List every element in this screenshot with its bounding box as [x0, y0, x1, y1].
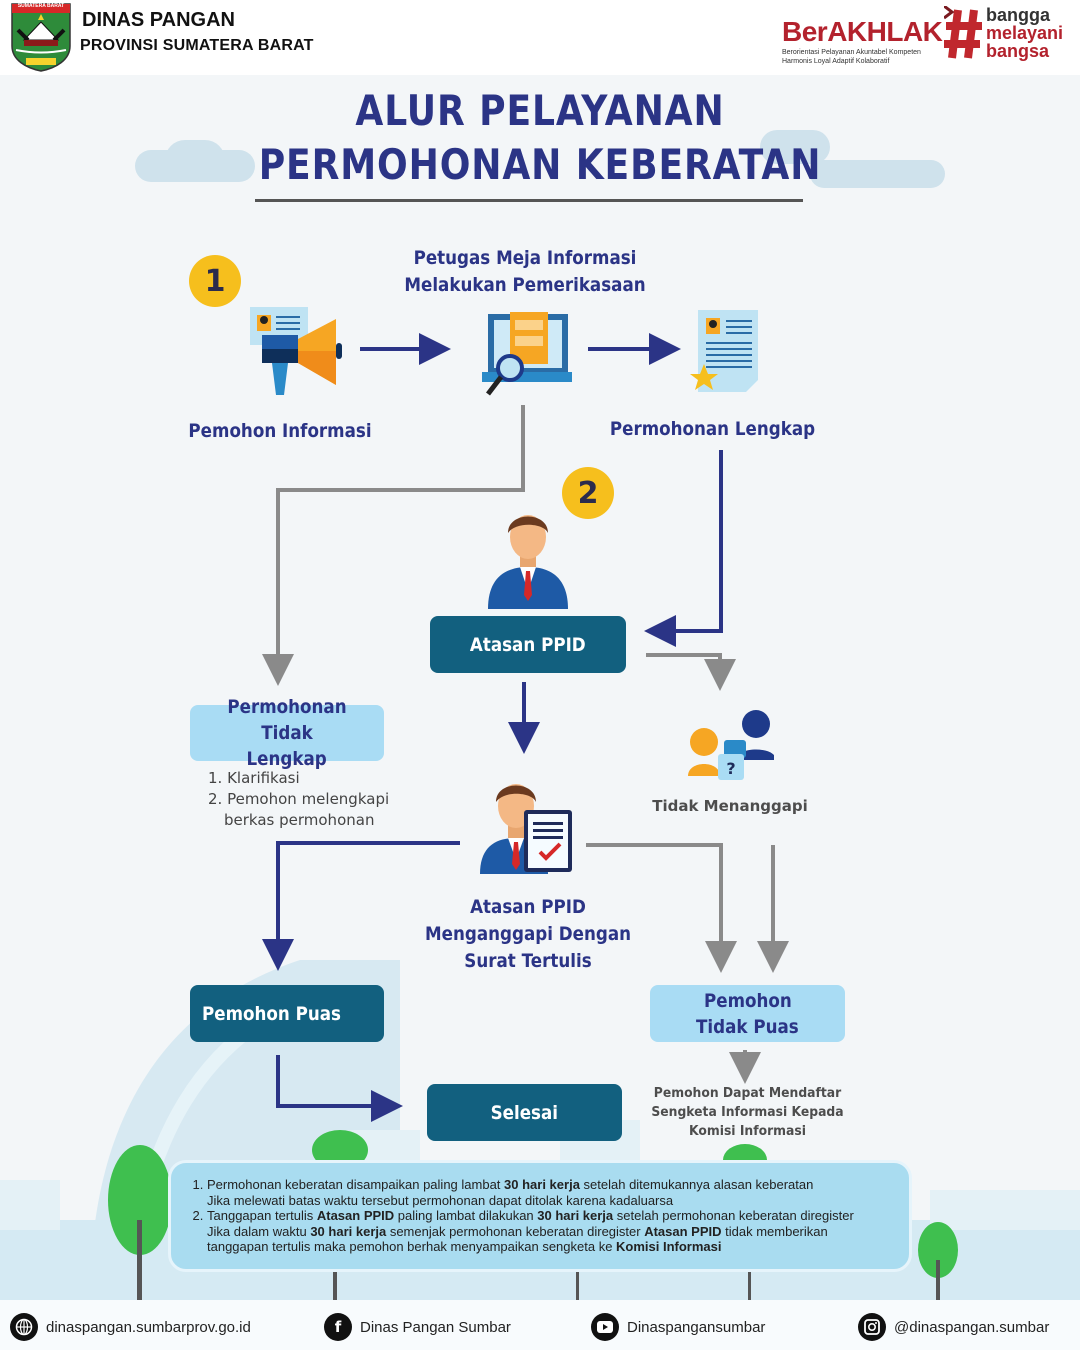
sengketa-label-line3: Komisi Informasi [689, 1124, 806, 1139]
note-emphasis: 30 hari kerja [310, 1223, 387, 1239]
step-2-badge: 2 [562, 467, 614, 519]
arrow-atasan-to-tidak-menanggapi [646, 653, 736, 691]
step-item: berkas permohonan [224, 811, 375, 829]
menanggapi-label-line2: Menganggapi Dengan [424, 923, 632, 945]
note-item-2: Tanggapan tertulis Atasan PPID paling la… [207, 1208, 891, 1255]
arrow-petugas-to-tidak-lengkap [262, 405, 525, 686]
note-text: Jika melewati batas waktu tersebut permo… [207, 1192, 674, 1208]
note-emphasis: Atasan PPID [644, 1223, 722, 1239]
tidak-lengkap-line2: Lengkap [246, 748, 328, 770]
berakhlak-subtitle: Berorientasi Pelayanan Akuntabel Kompete… [782, 48, 952, 66]
instagram-icon [858, 1313, 886, 1341]
officer-document-icon [480, 784, 572, 874]
atasan-ppid-label: Atasan PPID [470, 633, 586, 656]
note-item-1: Permohonan keberatan disampaikan paling … [207, 1177, 891, 1208]
footer-instagram[interactable]: @dinaspangan.sumbar [858, 1313, 1049, 1341]
note-text: Tanggapan tertulis [207, 1208, 317, 1224]
cloud-right-top [760, 130, 830, 164]
megaphone-icon [250, 307, 342, 395]
footer-website-text: dinaspangan.sumbarprov.go.id [46, 1318, 251, 1336]
logo-banner-text: SUMATERA BARAT [17, 3, 65, 9]
note-emphasis: Komisi Informasi [616, 1239, 722, 1255]
tidak-lengkap-steps: 1. Klarifikasi 2. Pemohon melengkapi ber… [208, 768, 398, 831]
province-logo-icon [11, 3, 71, 72]
note-text: tanggapan tertulis maka pemohon berhak m… [207, 1239, 617, 1255]
svg-text:?: ? [726, 759, 735, 778]
cloud-right [810, 160, 945, 188]
title-divider [255, 199, 803, 202]
pemohon-tidak-puas-box: Pemohon Tidak Puas [650, 985, 845, 1042]
selesai-label: Selesai [490, 1101, 559, 1124]
org-province: PROVINSI SUMATERA BARAT [80, 37, 314, 54]
org-name: DINAS PANGAN [82, 9, 235, 31]
step-1-badge: 1 [189, 255, 241, 307]
petugas-label-line2: Melakukan Pemerikasaan [404, 274, 646, 296]
footer-instagram-text: @dinaspangan.sumbar [894, 1318, 1050, 1336]
permohonan-tidak-lengkap-box: Permohonan Tidak Lengkap [190, 696, 384, 770]
footer-facebook-text: Dinas Pangan Sumbar [360, 1318, 511, 1336]
officer-avatar-icon [488, 515, 568, 609]
berakhlak-subtitle-line2: Harmonis Loyal Adaptif Kolaboratif [782, 58, 890, 65]
facebook-icon: f [324, 1313, 352, 1341]
tidak-puas-line1: Pemohon [703, 989, 792, 1012]
sengketa-label-line2: Sengketa Informasi Kepada [651, 1105, 844, 1120]
note-text: semenjak permohonan keberatan diregister [386, 1223, 645, 1239]
menanggapi-label-line1: Atasan PPID [470, 896, 586, 918]
sengketa-label-line1: Pemohon Dapat Mendaftar [653, 1086, 842, 1101]
slogan-line3: bangsa [986, 41, 1050, 61]
page-title-line2: PERMOHONAN KEBERATAN [258, 140, 822, 189]
atasan-ppid-box: Atasan PPID [430, 616, 626, 673]
note-emphasis: 30 hari kerja [537, 1208, 614, 1224]
arrow-puas-to-selesai [276, 1055, 403, 1122]
hashtag-icon [944, 6, 982, 59]
note-text: tidak memberikan [721, 1223, 828, 1239]
footer-website[interactable]: dinaspangan.sumbarprov.go.id [10, 1313, 251, 1341]
footer-youtube[interactable]: Dinaspangansumbar [591, 1313, 765, 1341]
slogan: bangga melayani bangsa [986, 6, 1063, 60]
slogan-line2: melayani [986, 23, 1064, 43]
note-text: setelah ditemukannya alasan keberatan [579, 1177, 814, 1192]
note-emphasis: 30 hari kerja [504, 1177, 580, 1192]
header-bar [0, 0, 1080, 75]
cloud-left-top [165, 140, 225, 180]
arrow-menanggapi-to-puas [262, 841, 460, 971]
berakhlak-subtitle-line1: Berorientasi Pelayanan Akuntabel Kompete… [782, 49, 921, 56]
berakhlak-logo: BerAKHLAK [782, 16, 943, 47]
pemohon-puas-box: Pemohon Puas [190, 985, 384, 1042]
menanggapi-label-line3: Surat Tertulis [464, 950, 592, 972]
footer-youtube-text: Dinaspangansumbar [627, 1318, 766, 1336]
notes-box: Permohonan keberatan disampaikan paling … [168, 1160, 912, 1272]
arrow-lengkap-to-atasan [644, 450, 723, 647]
arrow-menanggapi-to-tidak-puas [586, 843, 737, 973]
petugas-label: Petugas Meja Informasi Melakukan Pemerik… [397, 245, 652, 299]
tidak-menanggapi-label: Tidak Menanggapi [652, 797, 808, 815]
step-item: 1. Klarifikasi [208, 769, 300, 787]
document-star-icon [690, 310, 758, 392]
sengketa-label: Pemohon Dapat Mendaftar Sengketa Informa… [645, 1084, 849, 1141]
permohonan-lengkap-label: Permohonan Lengkap [609, 418, 816, 440]
tidak-puas-line2: Tidak Puas [696, 1015, 799, 1038]
globe-icon [10, 1313, 38, 1341]
petugas-label-line1: Petugas Meja Informasi [413, 247, 637, 269]
page-title-line1: ALUR PELAYANAN [355, 86, 725, 135]
pemohon-informasi-label: Pemohon Informasi [188, 420, 372, 442]
note-text: setelah permohonan keberatan diregister [613, 1208, 854, 1224]
step-item: 2. Pemohon melengkapi [208, 790, 390, 808]
slogan-line1: bangga [986, 5, 1051, 25]
people-question-icon: ? [688, 710, 774, 780]
note-text: Permohonan keberatan disampaikan paling … [207, 1177, 505, 1192]
tidak-lengkap-line1: Permohonan Tidak [227, 696, 347, 744]
note-text: paling lambat dilakukan [394, 1208, 538, 1224]
footer-bar [0, 1300, 1080, 1350]
note-text: Jika dalam waktu [207, 1223, 311, 1239]
youtube-icon [591, 1313, 619, 1341]
footer-facebook[interactable]: f Dinas Pangan Sumbar [324, 1313, 511, 1341]
selesai-box: Selesai [427, 1084, 622, 1141]
note-emphasis: Atasan PPID [316, 1208, 395, 1224]
pemohon-puas-label: Pemohon Puas [202, 1002, 342, 1025]
menanggapi-label: Atasan PPID Menganggapi Dengan Surat Ter… [414, 894, 643, 975]
laptop-search-icon [482, 312, 572, 396]
